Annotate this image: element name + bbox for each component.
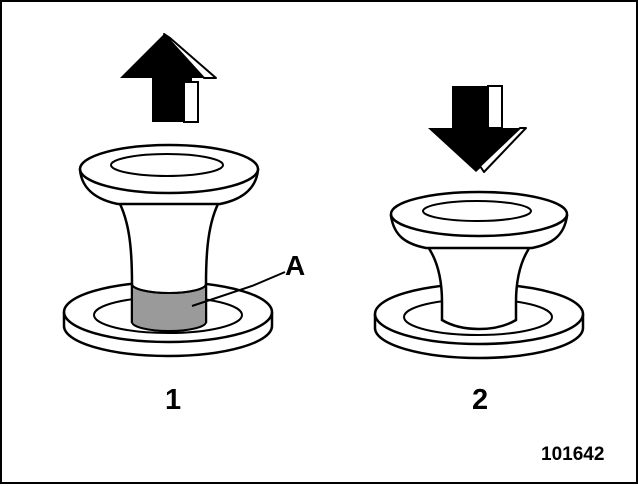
knob-head-2 — [389, 190, 569, 250]
up-arrow-icon — [120, 33, 217, 123]
state-1-group — [62, 33, 286, 358]
state-1-number: 1 — [165, 384, 182, 416]
knob-stem-1 — [115, 198, 223, 333]
state-2-number: 2 — [472, 384, 489, 416]
down-arrow-icon — [428, 85, 527, 173]
state-2-group — [373, 85, 585, 360]
knob-stem-2 — [423, 242, 535, 331]
figure-id: 101642 — [541, 444, 605, 465]
callout-label-a: A — [285, 250, 306, 281]
knob-head-1 — [78, 143, 260, 206]
callout-leader-a — [191, 271, 286, 307]
